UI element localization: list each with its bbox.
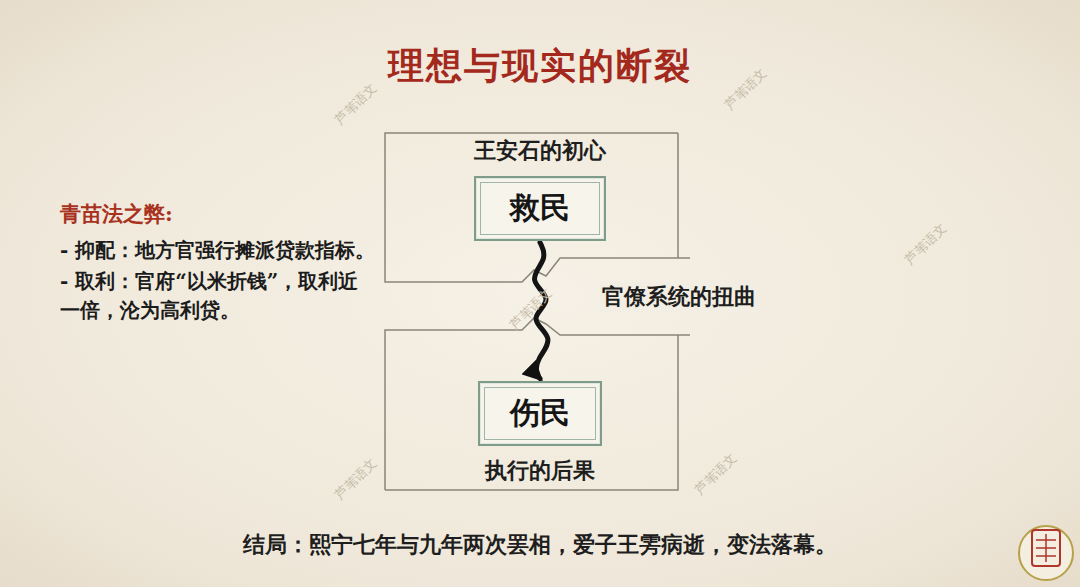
lower-frame [385,318,690,490]
watermark: 芦苇语文 [691,449,740,498]
watermark: 芦苇语文 [901,219,950,268]
lower-frame-right [385,335,678,490]
slide-title: 理想与现实的断裂 [388,42,692,91]
node-heading: 王安石的初心 [474,136,606,166]
upper-frame [385,133,690,282]
edge-label: 官僚系统的扭曲 [600,282,758,312]
process-box: 伤民 [478,381,602,446]
note-text: - 抑配：地方官强行摊派贷款指标。 [60,236,378,265]
seal [1019,526,1073,580]
result-node: 伤民执行的后果 [478,381,602,486]
section-heading: 青苗法之弊: [60,200,173,228]
watermark: 芦苇语文 [331,79,380,128]
watermark: 芦苇语文 [331,454,380,503]
process-box: 救民 [474,176,606,241]
note-text: - 取利：官府“以米折钱”，取利近一倍，沦为高利贷。 [60,267,378,325]
node-caption: 执行的后果 [478,456,602,486]
watermark: 芦苇语文 [721,64,770,113]
ideal-node: 王安石的初心救民 [474,136,606,241]
upper-frame-right [677,133,679,258]
conclusion-text: 结局：熙宁七年与九年两次罢相，爱子王雱病逝，变法落幕。 [243,530,837,560]
